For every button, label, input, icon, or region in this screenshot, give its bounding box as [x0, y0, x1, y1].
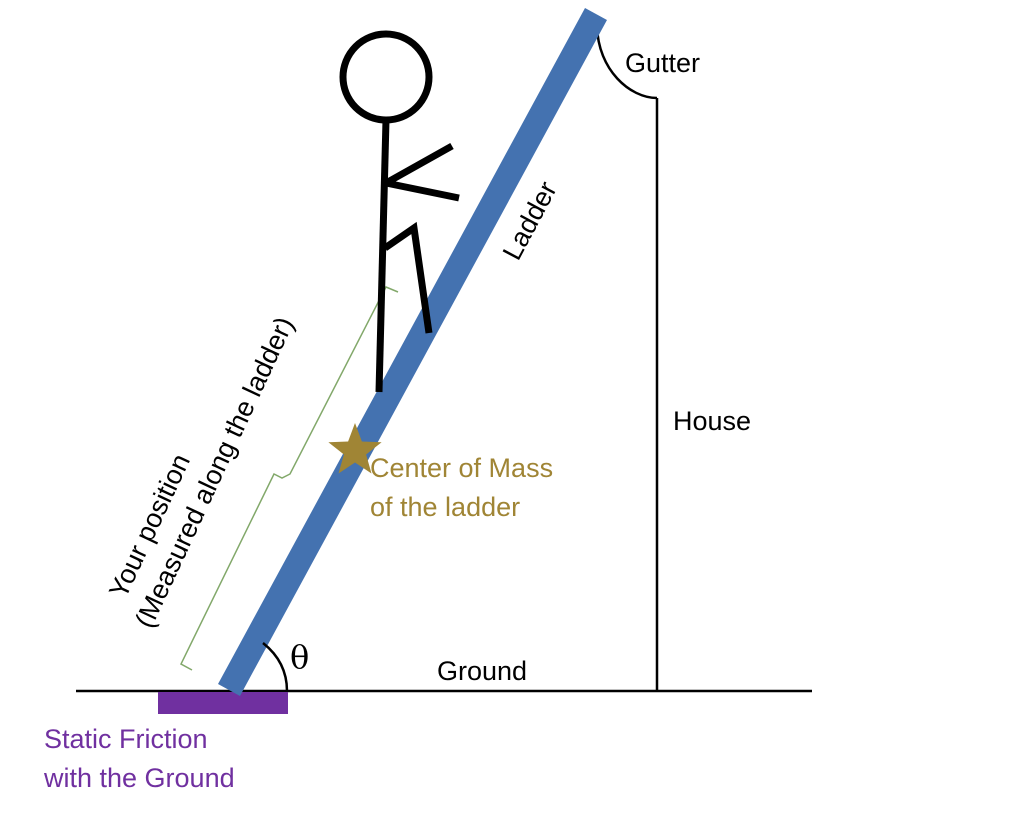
friction-label-line2: with the Ground: [43, 763, 235, 793]
house-label: House: [673, 406, 751, 436]
center-of-mass-label-line2: of the ladder: [370, 492, 520, 522]
position-label: Your position (Measured along the ladder…: [103, 312, 299, 632]
friction-label-line1: Static Friction: [44, 724, 208, 754]
gutter-arc: [595, 25, 658, 100]
stick-figure: [339, 30, 460, 393]
theta-arc: [262, 642, 289, 692]
gutter-label: Gutter: [625, 48, 700, 78]
figure-arm-lower: [385, 179, 460, 202]
center-of-mass-star: [328, 423, 382, 474]
theta-label: θ: [290, 638, 309, 676]
figure-leg: [383, 221, 433, 334]
ladder: [218, 8, 607, 696]
ground-label: Ground: [437, 656, 527, 686]
figure-head: [339, 30, 433, 124]
figure-arm-upper: [384, 142, 454, 187]
figure-body: [375, 119, 390, 393]
position-bracket: [180, 286, 399, 671]
static-friction-bar: [158, 692, 288, 714]
center-of-mass-label-line1: Center of Mass: [370, 453, 553, 483]
